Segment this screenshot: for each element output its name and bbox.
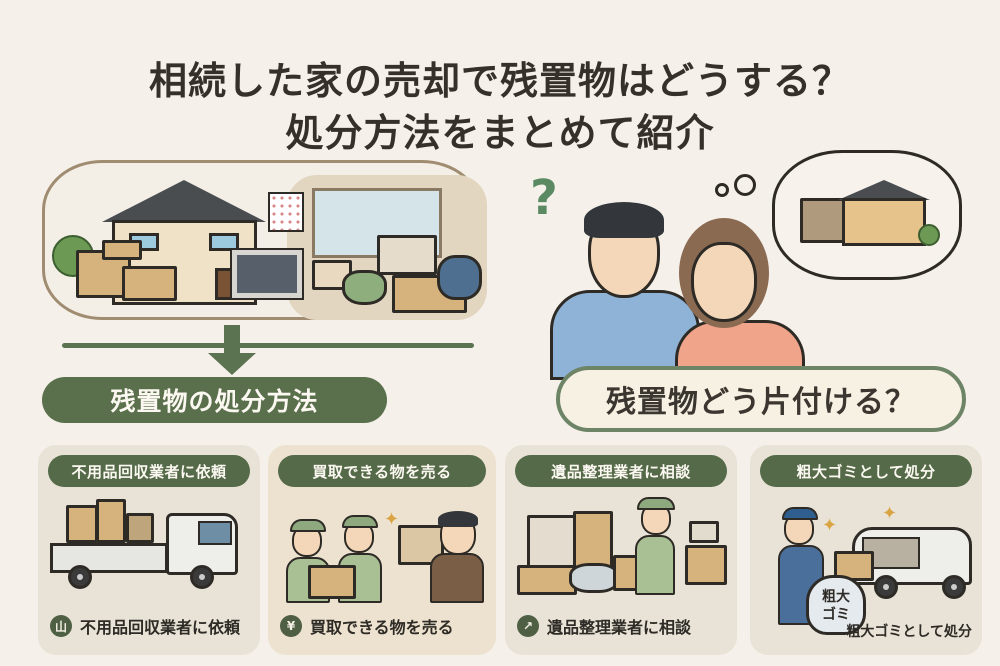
thought-dot <box>734 174 756 196</box>
storage-box-icon <box>377 235 437 275</box>
sparkle-icon: ✦ <box>882 503 898 524</box>
page-title-line2: 処分方法をまとめて紹介 <box>285 111 715 155</box>
card-footer: ↗ 遺品整理業者に相談 <box>517 613 727 639</box>
buyers-illustration: ✦ <box>280 495 484 603</box>
bulky-waste-illustration: ✦ ✦ 粗大 ゴミ <box>762 495 972 635</box>
card-header-label: 遺品整理業者に相談 <box>515 455 727 487</box>
house-thought-icon <box>800 180 940 250</box>
divider-line <box>62 343 474 348</box>
yen-tag-icon: ¥ <box>280 615 302 637</box>
card-header-label: 買取できる物を売る <box>278 455 486 487</box>
method-card-estate-clearing[interactable]: 遺品整理業者に相談 ↗ 遺品整理業者に相談 <box>505 445 737 655</box>
consult-icon: ↗ <box>517 615 539 637</box>
card-footer-label: 遺品整理業者に相談 <box>547 618 692 637</box>
arrow-down-icon-head <box>208 353 256 375</box>
bag-label-line1: 粗大 <box>822 589 850 605</box>
clothes-pile-icon <box>437 255 482 300</box>
question-heading: 残置物どう片付ける？ <box>556 366 966 432</box>
card-footer: 山 不用品回収業者に依頼 <box>50 613 250 639</box>
method-card-junk-removal[interactable]: 不用品回収業者に依頼 山 不用品回収業者に依頼 <box>38 445 260 655</box>
bulky-waste-bag: 粗大 ゴミ <box>806 575 866 635</box>
thought-dot <box>715 183 729 197</box>
card-footer-label: 不用品回収業者に依頼 <box>80 618 241 637</box>
television-icon <box>230 248 304 300</box>
question-mark-icon: ? <box>530 170 558 226</box>
estate-clearing-illustration <box>517 495 727 600</box>
sparkle-icon: ✦ <box>822 515 838 536</box>
card-footer-label: 粗大ゴミとして処分 <box>846 624 972 640</box>
page-title-line1: 相続した家の売却で残置物はどうする？ <box>148 59 851 103</box>
method-card-sell-items[interactable]: 買取できる物を売る ✦ ¥ 買取できる物を売る <box>268 445 496 655</box>
truck-illustration <box>50 495 248 600</box>
worried-couple-illustration: ? <box>510 150 990 390</box>
truck-icon: 山 <box>50 615 72 637</box>
card-footer: ¥ 買取できる物を売る <box>280 613 486 639</box>
section-heading-disposal-methods: 残置物の処分方法 <box>42 377 387 423</box>
card-footer-label: 買取できる物を売る <box>310 618 454 637</box>
sparkle-icon: ✦ <box>384 509 400 530</box>
house-clutter-illustration <box>42 160 487 320</box>
card-header-label: 粗大ゴミとして処分 <box>760 455 972 487</box>
card-header-label: 不用品回収業者に依頼 <box>48 455 250 487</box>
garbage-bag-icon <box>342 270 387 305</box>
cardboard-box-icon <box>102 240 142 260</box>
cardboard-box-icon <box>122 266 177 301</box>
bag-label-line2: ゴミ <box>822 607 850 623</box>
calendar-icon <box>268 192 304 232</box>
arrow-down-icon <box>224 325 240 355</box>
method-card-bulky-waste[interactable]: 粗大ゴミとして処分 ✦ ✦ 粗大 ゴミ 粗大ゴミとして処分 <box>750 445 982 655</box>
